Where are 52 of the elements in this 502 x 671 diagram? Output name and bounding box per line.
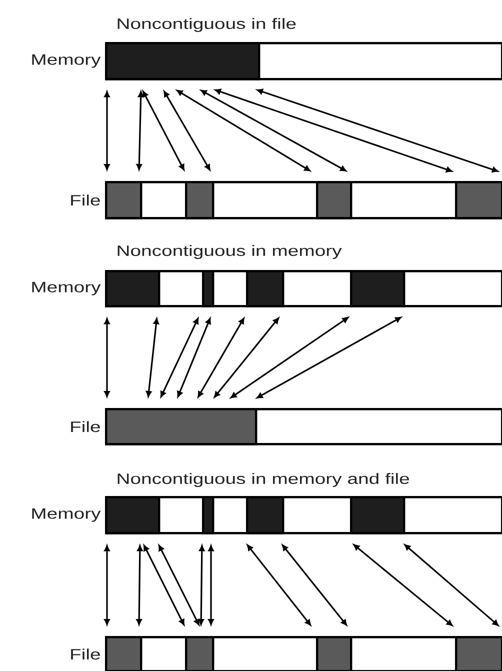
double-arrow [404,544,499,626]
double-arrow [136,91,144,170]
filled-segment [105,181,142,220]
filled-segment [455,636,502,671]
double-arrow [146,318,159,397]
bar-label: Memory [32,54,101,68]
filled-segment [185,181,214,220]
double-arrow [177,318,211,398]
bar-label: File [71,648,100,660]
filled-segment [105,270,160,308]
filled-segment [350,270,406,308]
double-arrow [246,544,312,626]
double-arrow [214,88,452,172]
double-arrow [214,318,279,398]
double-arrow [198,545,205,625]
bar-label: Memory [32,508,101,522]
panel-title: Noncontiguous in memory [118,245,342,259]
double-arrow [158,544,200,626]
filled-segment [185,636,214,671]
bar-label: Memory [32,282,101,296]
double-arrow [164,90,210,170]
filled-segment [246,270,284,308]
filled-segment [105,636,142,671]
double-arrow [198,318,244,398]
filled-segment [105,408,258,446]
filled-segment [246,496,284,534]
double-arrow [256,88,498,172]
bar-label: File [71,421,100,432]
filled-segment [202,270,214,308]
double-arrow [256,316,402,398]
double-arrow [104,318,110,397]
filled-segment [202,496,214,534]
double-arrow [143,544,185,626]
filled-segment [316,181,352,220]
bar-label: File [71,194,100,206]
filled-segment [105,496,160,534]
filled-segment [350,496,406,534]
filled-segment [455,181,502,220]
double-arrow [230,317,348,398]
double-arrow [104,91,110,170]
filled-segment [316,636,352,671]
double-arrow [282,544,347,626]
double-arrow [136,545,143,625]
filled-segment [105,42,260,80]
double-arrow [353,544,453,626]
double-arrow [104,545,110,625]
double-arrow [176,90,310,172]
double-arrow [160,318,199,398]
panel-title: Noncontiguous in memory and file [118,473,409,487]
double-arrow [142,90,184,170]
double-arrow [208,545,214,625]
double-arrow [200,90,346,172]
